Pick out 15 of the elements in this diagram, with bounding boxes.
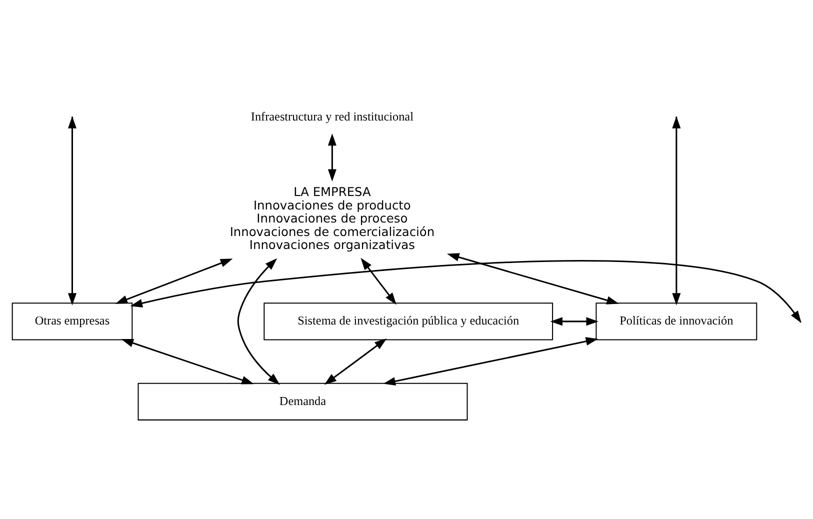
arrow <box>360 258 396 305</box>
arrow <box>328 133 336 182</box>
arrow <box>550 317 598 326</box>
node-text: Infraestructura y red institucional <box>250 109 414 124</box>
node-box: Sistema de investigación pública y educación <box>264 302 554 340</box>
node-text: LA EMPRESA Innovaciones de producto Innovaciones de proceso Innovaciones de comercialización Innovaciones organizativas <box>230 185 435 252</box>
arrow <box>121 338 254 384</box>
arrow <box>237 258 280 385</box>
node-box: Demanda <box>138 382 468 420</box>
arrow <box>115 258 233 304</box>
node-box: Políticas de innovación <box>596 302 758 340</box>
arrow <box>324 338 387 385</box>
node-box: Otras empresas <box>12 302 133 340</box>
arrow <box>383 337 598 386</box>
arrow <box>447 253 619 304</box>
